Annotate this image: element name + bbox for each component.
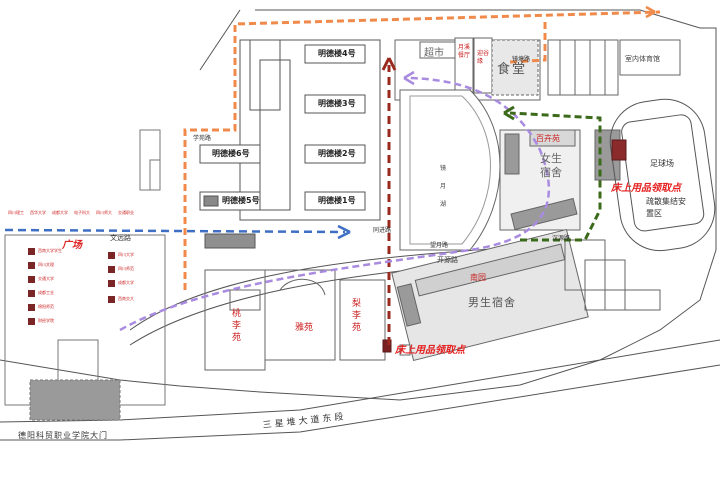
road-wangyuan: 望月路	[430, 242, 449, 249]
label-supermarket: 超市	[424, 48, 444, 59]
football-field-track	[609, 98, 716, 252]
booth-label: 交通职业	[118, 210, 134, 215]
orange-route	[183, 10, 661, 290]
label-baihuayuan: 百卉苑	[536, 134, 560, 143]
small-lab	[604, 289, 661, 311]
mingde4-building	[304, 44, 366, 64]
mingde3-building	[304, 94, 366, 114]
booth-label: 成都大学	[52, 210, 68, 215]
label-mingde6: 明德楼6号	[212, 149, 250, 158]
label-lake: 镜月湖	[440, 165, 447, 208]
avenue-edge-bottom	[119, 364, 720, 441]
stall-label: 成都大学	[118, 280, 134, 285]
avenue-edge-top	[119, 339, 720, 421]
road-kaiyuan: 开源路	[437, 256, 458, 264]
label-liyuan: 梨李苑	[352, 299, 362, 333]
parking-strip	[204, 233, 256, 249]
south-pickup-label: 床上用品领取点	[395, 345, 465, 356]
road-hanjing: 汉源路	[552, 235, 571, 242]
stall-label: 交通大学	[38, 276, 54, 281]
booth-label: 四川师大	[96, 210, 112, 215]
mingde2-building	[304, 144, 366, 164]
booth-label: 电子科大	[74, 210, 90, 215]
gate-block	[29, 379, 121, 421]
label-yayuan: 雅苑	[295, 323, 314, 333]
label-mingde3: 明德楼3号	[318, 99, 356, 108]
label-mingde1: 明德楼1号	[318, 196, 356, 205]
label-football: 足球场	[650, 159, 674, 168]
road-tongjun: 同进路	[373, 227, 392, 234]
yayuan-garden	[264, 269, 336, 361]
baihuayuan-building	[529, 129, 576, 147]
label-mingde5: 明德楼5号	[222, 196, 260, 205]
east-pickup-label: 床上用品领取点	[611, 183, 681, 194]
purple-route	[119, 76, 551, 332]
booth-label: 西华大学	[30, 210, 46, 215]
blue-route	[4, 228, 346, 234]
label-mingde4: 明德楼4号	[318, 49, 356, 58]
label-nanyuan: 南园	[470, 273, 486, 282]
south-pickup-marker	[382, 339, 392, 353]
label-yuexi: 月溪餐厅	[458, 44, 471, 59]
stall-label: 成都工业	[38, 290, 54, 295]
canteen-building	[491, 39, 539, 96]
label-indoor-gym: 室内体育馆	[625, 55, 660, 63]
stall-label: 四川文理	[38, 262, 54, 267]
road-lunanlu: 学苑路	[193, 135, 212, 142]
stall-label: 四川大学	[118, 252, 134, 257]
indoor-gym-building	[619, 39, 681, 76]
campus-boundary	[0, 9, 717, 401]
booth-label: 四川理工	[8, 210, 24, 215]
mingde1-building	[304, 191, 366, 211]
label-canteen: 食堂	[497, 62, 528, 77]
road-jingtang: 镜塘路	[512, 56, 531, 63]
label-avenue: 三星堆大道东段	[262, 412, 347, 431]
stall-label: 绵阳师范	[38, 304, 54, 309]
label-mingde2: 明德楼2号	[318, 149, 356, 158]
liyuan-garden	[339, 279, 386, 361]
stall-label: 四川师范	[118, 266, 134, 271]
road-wenyuan: 文远路	[110, 234, 131, 242]
label-evac: 疏散集结安置区	[646, 197, 686, 218]
label-gate: 德阳科贸职业学院大门	[18, 431, 108, 440]
label-square: 广场	[62, 240, 82, 251]
green-route	[509, 111, 602, 242]
label-boys-dorm: 男生宿舍	[468, 296, 516, 309]
stall-label: 西南交大	[118, 296, 134, 301]
label-jinggu: 迎谷缘	[477, 50, 490, 65]
label-taoyuan: 桃李苑	[232, 309, 242, 343]
booth-strip: 四川理工 西华大学 成都大学 电子科大 四川师大 交通职业	[8, 210, 188, 216]
label-girls-dorm: 女生宿舍	[540, 152, 562, 179]
stall-label: 西南大学学生	[38, 248, 62, 253]
east-pickup-marker	[611, 139, 627, 161]
stall-label: 财经学院	[38, 318, 54, 323]
